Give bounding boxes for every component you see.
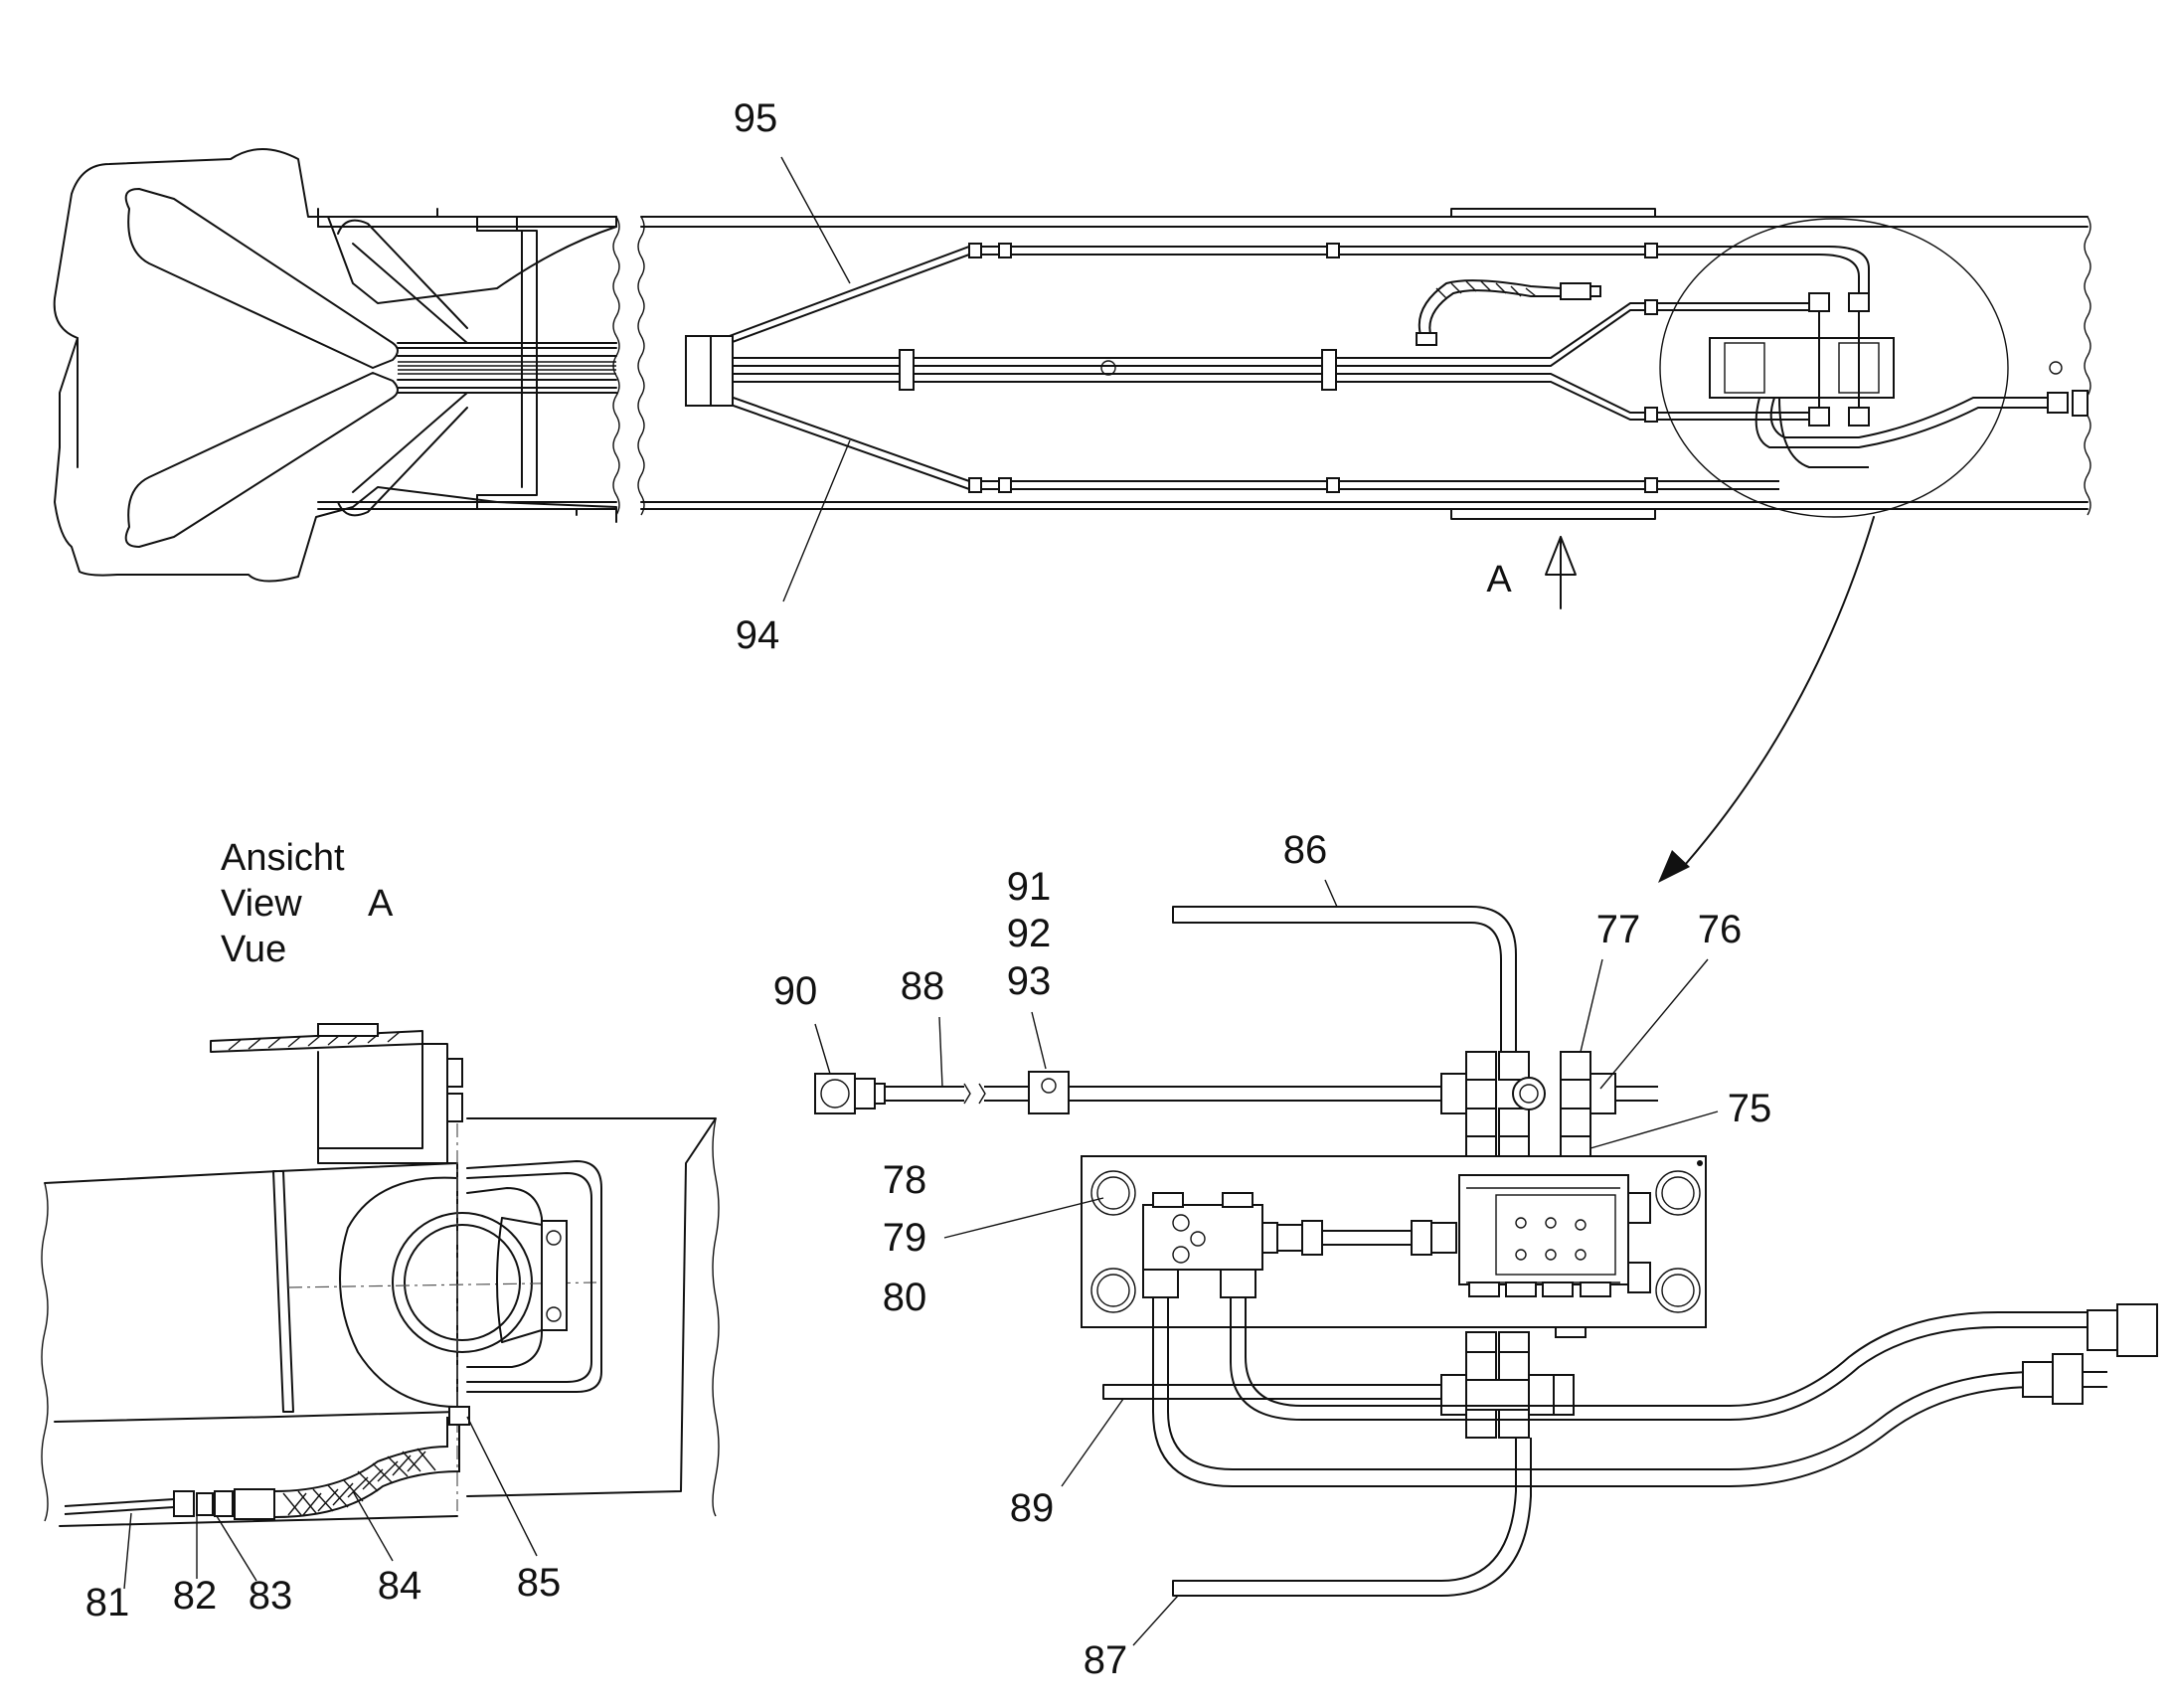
check-valve xyxy=(1142,1204,1263,1271)
detail-circle xyxy=(1659,218,2009,518)
view-caption-letter: A xyxy=(368,883,394,925)
callout-87: 87 xyxy=(1084,1638,1128,1682)
callout-83: 83 xyxy=(249,1574,293,1618)
boom-rail-top xyxy=(640,216,2089,228)
valve-detail-view xyxy=(814,906,2158,1597)
detail-leader-arrow xyxy=(1684,516,1875,866)
callout-95: 95 xyxy=(734,96,778,140)
callout-86: 86 xyxy=(1283,828,1328,872)
control-block xyxy=(1458,1174,1629,1285)
view-marker-letter: A xyxy=(1486,559,1512,600)
callout-75: 75 xyxy=(1728,1087,1772,1130)
callout-89: 89 xyxy=(1010,1486,1055,1530)
callout-91: 91 xyxy=(1007,865,1052,909)
callout-85: 85 xyxy=(517,1561,562,1605)
callout-92: 92 xyxy=(1007,912,1052,955)
callout-84: 84 xyxy=(378,1564,422,1608)
callout-82: 82 xyxy=(173,1574,218,1618)
callout-93: 93 xyxy=(1007,959,1052,1003)
callout-81: 81 xyxy=(85,1581,130,1624)
callout-94: 94 xyxy=(736,613,780,657)
boom-head-slot-upper xyxy=(124,188,399,369)
view-caption-line3: Vue xyxy=(221,929,286,970)
view-a-drawing xyxy=(41,1023,720,1527)
callout-90: 90 xyxy=(773,969,818,1013)
callout-78: 78 xyxy=(883,1158,927,1202)
boom-head-outline xyxy=(53,148,617,583)
callout-88: 88 xyxy=(901,964,945,1008)
callout-79: 79 xyxy=(883,1216,927,1260)
callout-80: 80 xyxy=(883,1276,927,1319)
boom-rail-bottom xyxy=(640,501,2089,510)
callout-77: 77 xyxy=(1596,908,1641,951)
view-a-caption: Ansicht View Vue A xyxy=(221,837,394,970)
view-caption-line1: Ansicht xyxy=(221,837,345,879)
view-a-arrow: A xyxy=(1486,536,1577,609)
valve-block-top-view xyxy=(1709,337,1895,399)
boom-head-slot-lower xyxy=(124,372,399,548)
view-caption-line2: View xyxy=(221,883,302,925)
callout-76: 76 xyxy=(1698,908,1743,951)
boom-top-view xyxy=(53,148,2091,583)
